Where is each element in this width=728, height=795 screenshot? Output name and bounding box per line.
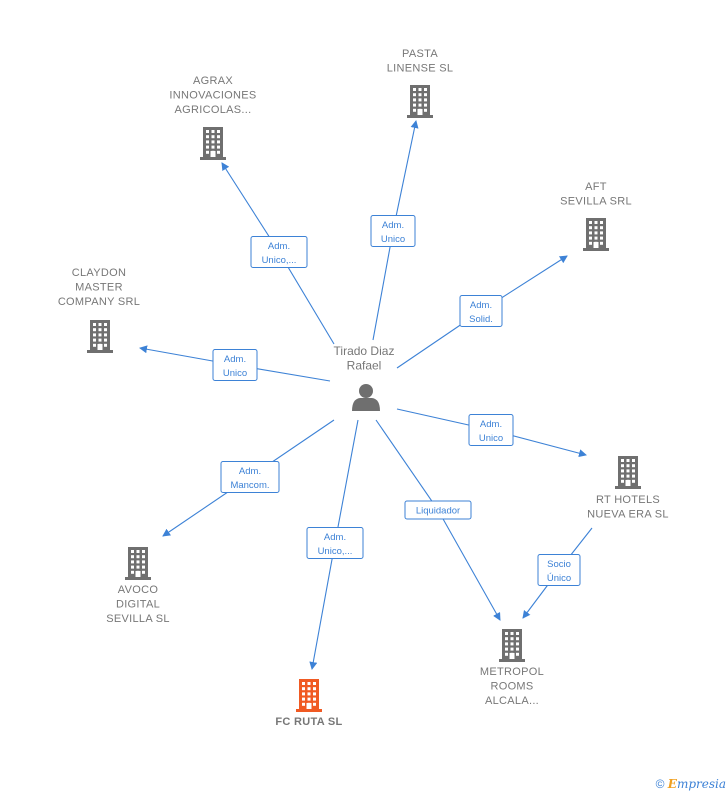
company-label-avoco-line: DIGITAL [116, 599, 160, 611]
person-icon [352, 384, 380, 411]
company-label-avoco-line: SEVILLA SL [106, 613, 170, 625]
role-badge-metropol: Liquidador [404, 500, 472, 520]
company-label-claydon-line: MASTER [75, 282, 123, 294]
company-label-aft-line: SEVILLA SRL [560, 196, 632, 208]
brand-logo: Empresia [667, 777, 726, 791]
svg-text:Adm.Solid.: Adm. Solid. [469, 300, 493, 325]
building-icon [583, 218, 609, 251]
company-node-aft[interactable]: AFT SEVILLA SRL [560, 181, 632, 251]
company-label-metropol-line: METROPOL [480, 666, 544, 678]
role-label: Socio [547, 559, 571, 570]
company-label-avoco-line: AVOCO [118, 584, 159, 596]
company-node-claydon[interactable]: CLAYDON MASTER COMPANY SRL [58, 267, 140, 353]
role-label: Adm. [382, 220, 404, 231]
company-label-pasta-line: LINENSE SL [387, 63, 454, 75]
role-badge-avoco: Adm. Mancom. [220, 461, 280, 493]
company-node-pasta[interactable]: PASTA LINENSE SL [387, 48, 454, 118]
person-label-line: Tirado Diaz [334, 344, 395, 358]
company-label-rthotels[interactable]: RT HOTELS NUEVA ERA SL [587, 494, 669, 521]
role-label: Adm. [268, 241, 290, 252]
role-badge-fcruta: Adm. Unico,... [306, 527, 364, 559]
role-label: Unico,... [318, 546, 353, 557]
role-badge-claydon: Adm. Unico [212, 349, 258, 381]
role-label: Unico [479, 433, 503, 444]
role-label: Liquidador [416, 506, 460, 517]
role-label: Único [547, 573, 571, 584]
company-label-agrax-line: INNOVACIONES [169, 90, 256, 102]
role-label: Adm. [480, 419, 502, 430]
role-label: Adm. [239, 466, 261, 477]
company-label-aft[interactable]: AFT SEVILLA SRL [560, 181, 632, 208]
company-label-fcruta-line: FC RUTA SL [275, 716, 342, 728]
role-label: Unico,... [262, 255, 297, 266]
company-node-fcruta[interactable]: FC RUTA SL [275, 679, 342, 728]
role-badge-aft: Adm. Solid. [459, 295, 503, 327]
building-icon [407, 85, 433, 118]
role-label: Unico [381, 234, 405, 245]
person-label-line: Rafael [347, 359, 382, 373]
company-node-rthotels[interactable]: RT HOTELS NUEVA ERA SL [587, 456, 669, 521]
role-label: Unico [223, 368, 247, 379]
edge-center-metropol [375, 419, 501, 621]
role-label: Adm. [324, 532, 346, 543]
company-label-rthotels-line: RT HOTELS [596, 494, 660, 506]
role-label: Solid. [469, 314, 493, 325]
svg-text:Adm.Unico,...: Adm. Unico,... [262, 241, 297, 266]
role-badge-rthotels: Adm. Unico [468, 414, 514, 446]
company-label-fcruta[interactable]: FC RUTA SL [275, 716, 342, 728]
role-label: Mancom. [230, 480, 269, 491]
building-icon [125, 547, 151, 580]
role-badge-agrax: Adm. Unico,... [250, 236, 308, 268]
company-label-agrax-line: AGRICOLAS... [175, 104, 252, 116]
company-label-metropol-line: ALCALA... [485, 695, 539, 707]
company-node-avoco[interactable]: AVOCO DIGITAL SEVILLA SL [106, 547, 170, 625]
role-label: Adm. [470, 300, 492, 311]
svg-text:Liquidador: Liquidador [416, 506, 460, 517]
company-label-agrax[interactable]: AGRAX INNOVACIONES AGRICOLAS... [169, 75, 256, 116]
company-label-pasta[interactable]: PASTA LINENSE SL [387, 48, 454, 75]
company-label-pasta-line: PASTA [402, 48, 438, 60]
building-icon [615, 456, 641, 489]
svg-text:Adm.Unico: Adm. Unico [381, 220, 405, 245]
role-badge-pasta: Adm. Unico [370, 215, 416, 247]
copyright-symbol: © [655, 777, 665, 791]
svg-text:Adm.Unico: Adm. Unico [223, 354, 247, 379]
company-label-claydon[interactable]: CLAYDON MASTER COMPANY SRL [58, 267, 140, 308]
company-label-claydon-line: COMPANY SRL [58, 296, 140, 308]
company-node-metropol[interactable]: METROPOL ROOMS ALCALA... [480, 629, 544, 707]
building-icon [200, 127, 226, 160]
company-label-aft-line: AFT [585, 181, 607, 193]
svg-text:Adm.Unico: Adm. Unico [479, 419, 503, 444]
company-label-rthotels-line: NUEVA ERA SL [587, 509, 669, 521]
company-label-avoco[interactable]: AVOCO DIGITAL SEVILLA SL [106, 584, 170, 625]
building-icon [87, 320, 113, 353]
building-icon [296, 679, 322, 712]
company-label-agrax-line: AGRAX [193, 75, 233, 87]
svg-text:Adm.Unico,...: Adm. Unico,... [318, 532, 353, 557]
building-icon [499, 629, 525, 662]
company-label-claydon-line: CLAYDON [72, 267, 126, 279]
svg-text:Adm.Mancom.: Adm. Mancom. [230, 466, 269, 491]
company-label-metropol[interactable]: METROPOL ROOMS ALCALA... [480, 666, 544, 707]
company-label-metropol-line: ROOMS [490, 681, 533, 693]
role-label: Adm. [224, 354, 246, 365]
footer-brand: © Empresia [656, 777, 726, 791]
company-node-agrax[interactable]: AGRAX INNOVACIONES AGRICOLAS... [169, 75, 256, 160]
